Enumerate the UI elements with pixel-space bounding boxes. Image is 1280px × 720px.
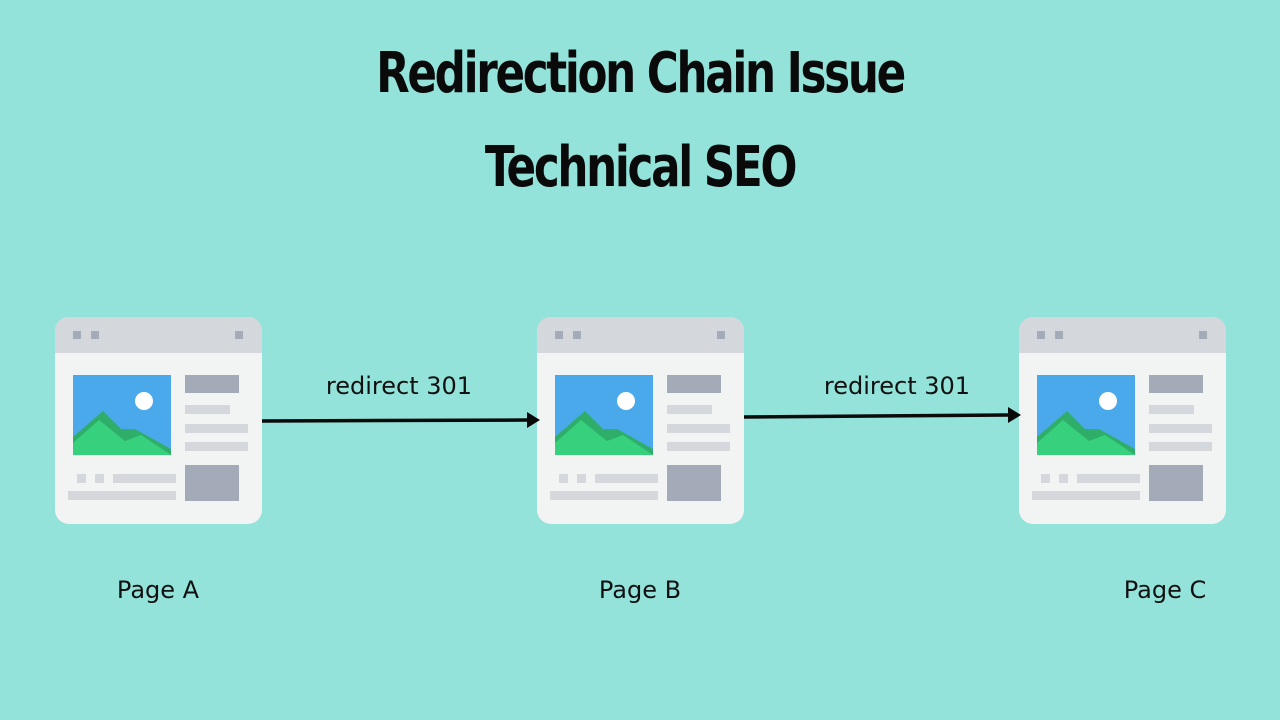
arrow-b-to-c: [743, 407, 1021, 423]
page-c-label: Page C: [1123, 576, 1207, 604]
edge-label-redirect-b-c: redirect 301: [823, 372, 971, 400]
page-a-webpage-icon: [55, 317, 262, 524]
page-b-webpage-icon: [537, 317, 744, 524]
page-a-label: Page A: [116, 576, 200, 604]
arrow-a-to-b: [261, 412, 540, 428]
page-c-webpage-icon: [1019, 317, 1226, 524]
page-b-label: Page B: [598, 576, 682, 604]
title-line-2: Technical SEO: [484, 135, 798, 200]
edge-label-redirect-a-b: redirect 301: [325, 372, 473, 400]
title-line-1: Redirection Chain Issue: [376, 41, 906, 106]
